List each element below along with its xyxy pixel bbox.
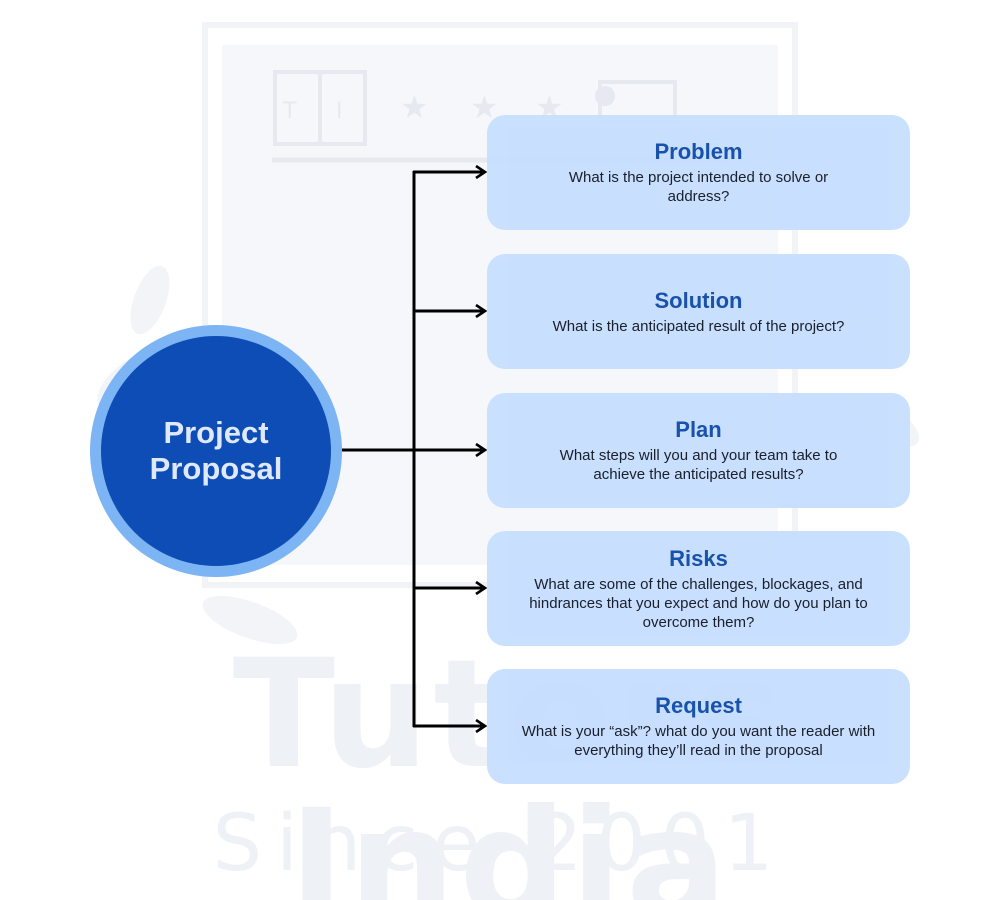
card-description: What are some of the challenges, blockag… — [529, 575, 868, 631]
card-description: What is the project intended to solve or… — [568, 169, 829, 205]
svg-text:T: T — [282, 99, 297, 124]
card-solution: Solution What is the anticipated result … — [487, 254, 910, 369]
card-title: Plan — [675, 417, 722, 442]
card-title: Solution — [654, 287, 743, 313]
hub-label: Project Proposal — [149, 415, 283, 486]
card-description: What is your “ask”? what do you want the… — [521, 723, 876, 759]
card-risks: Risks What are some of the challenges, b… — [487, 531, 910, 646]
svg-text:★: ★ — [400, 88, 429, 126]
card-title: Request — [655, 693, 742, 718]
card-title: Risks — [669, 545, 728, 571]
watermark-tagline: Since 2001 — [212, 799, 788, 889]
card-plan: Plan What steps will you and your team t… — [487, 393, 910, 508]
svg-text:I: I — [336, 99, 343, 124]
card-title: Problem — [654, 139, 743, 164]
hub-circle: Project Proposal — [101, 336, 331, 566]
card-problem: Problem What is the project intended to … — [487, 115, 910, 230]
card-description: What steps will you and your team take t… — [559, 447, 838, 483]
card-request: Request What is your “ask”? what do you … — [487, 669, 910, 784]
card-description: What is the anticipated result of the pr… — [552, 317, 845, 335]
